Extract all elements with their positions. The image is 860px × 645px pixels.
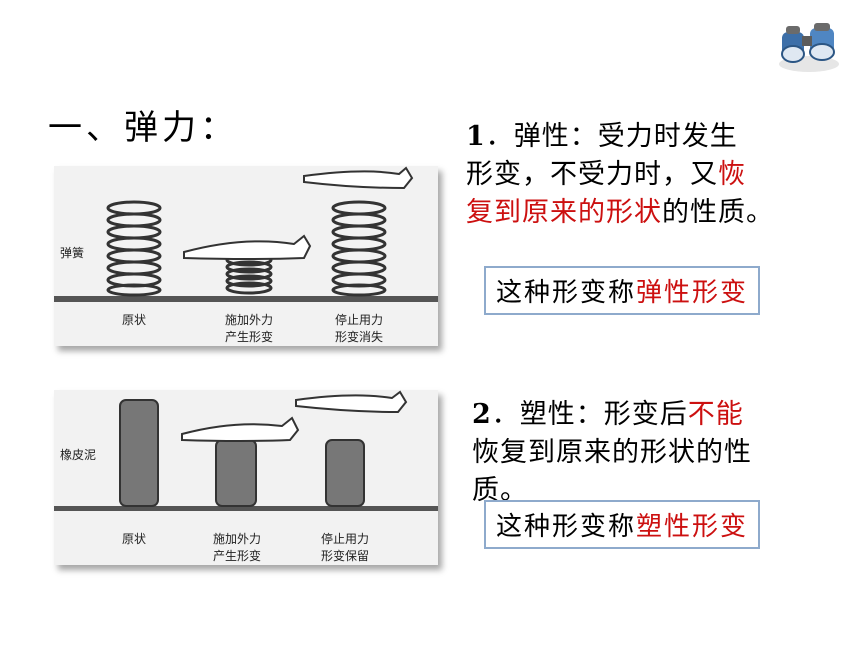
spring-figure: 弹簧 原状 施加外力产生形变 停止用力形变消失	[54, 166, 438, 346]
plasticine-caption-2: 施加外力产生形变	[212, 532, 261, 563]
plastic-deformation-box: 这种形变称塑性形变	[484, 500, 761, 549]
plasticine-figure: 橡皮泥 原状 施加外力产生形变 停止用力形变保留	[54, 390, 438, 565]
page-title: 一、弹力：	[48, 108, 238, 148]
plasticity-definition: 2．塑性：形变后不能 恢复到原来的形状的性 质。	[472, 399, 752, 506]
spring-caption-2: 施加外力产生形变	[224, 313, 273, 344]
elastic-deformation-box: 这种形变称弹性形变	[484, 266, 761, 315]
spring-caption-3: 停止用力形变消失	[334, 313, 383, 344]
spring-caption-1: 原状	[121, 313, 146, 327]
plasticine-side-label: 橡皮泥	[60, 448, 97, 462]
spring-side-label: 弹簧	[60, 246, 85, 260]
elasticity-definition: 1．弹性：受力时发生 形变，不受力时，又恢 复到原来的形状的性质。	[466, 121, 774, 228]
plasticine-caption-3: 停止用力形变保留	[320, 532, 369, 563]
plasticine-caption-1: 原状	[121, 532, 146, 546]
binoculars-icon	[774, 20, 844, 76]
